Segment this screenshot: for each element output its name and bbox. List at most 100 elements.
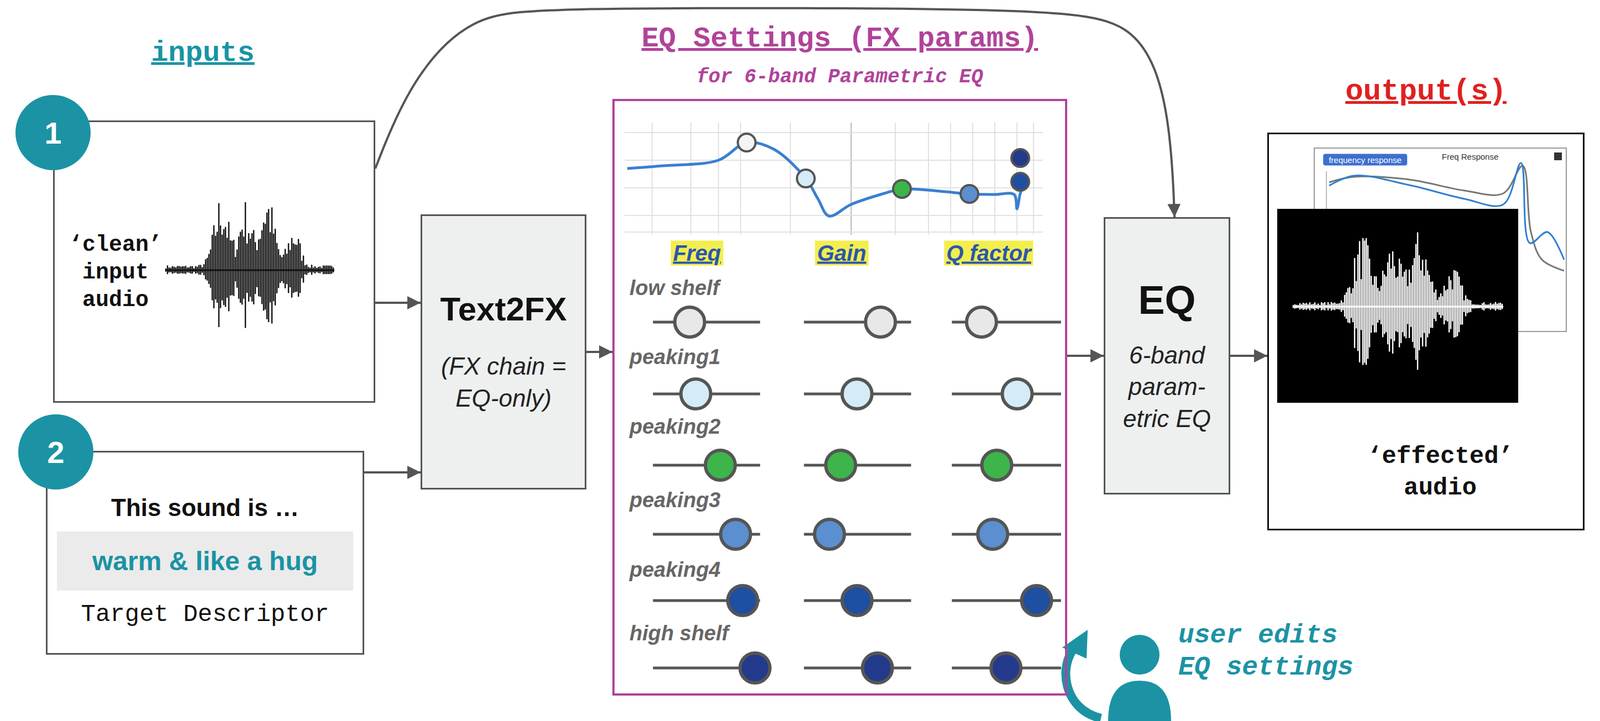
waveform-stroke	[1460, 285, 1462, 325]
waveform-stroke	[229, 240, 232, 296]
waveform-stroke	[273, 233, 275, 302]
waveform-stroke	[256, 250, 258, 288]
waveform-stroke	[1407, 286, 1409, 325]
waveform-baseline	[165, 269, 335, 272]
waveform-stroke	[1378, 291, 1381, 320]
band-name: high shelf	[629, 621, 729, 646]
waveform-stroke	[282, 254, 285, 284]
waveform-stroke	[234, 256, 236, 282]
waveform-stroke	[286, 253, 288, 285]
flow-arrow	[1067, 354, 1104, 358]
waveform-stroke	[1461, 285, 1463, 325]
node-text: (FX chain = EQ-only)	[427, 350, 580, 414]
model-box: Text2FX(FX chain = EQ-only)	[420, 214, 587, 490]
eq-curve	[627, 142, 1023, 217]
node-text: ‘effected’ audio	[1357, 441, 1524, 505]
waveform-stroke	[279, 255, 281, 284]
waveform-stroke	[251, 233, 253, 302]
waveform-stroke	[261, 230, 263, 305]
waveform-stroke	[1385, 276, 1387, 333]
waveform-stroke	[263, 222, 265, 312]
waveform-stroke	[1453, 270, 1455, 338]
waveform-stroke	[1458, 276, 1460, 333]
waveform-stroke	[302, 255, 304, 283]
eq-settings-panel: EQ Settings (FX params)for 6-band Parame…	[612, 98, 1068, 696]
flow-arrow	[586, 350, 613, 354]
waveform-stroke	[1427, 270, 1429, 338]
waveform-stroke	[236, 249, 238, 288]
waveform-stroke	[1417, 232, 1419, 371]
waveform-stroke	[1352, 288, 1354, 323]
waveform-stroke	[1450, 280, 1452, 329]
slider-knob	[680, 379, 711, 409]
waveform-stroke	[214, 235, 217, 300]
waveform-stroke	[291, 238, 293, 298]
band-handle	[960, 185, 979, 203]
waveform-stroke	[1354, 258, 1356, 349]
slider-knob	[966, 307, 997, 338]
waveform-stroke	[238, 236, 240, 299]
waveform-stroke	[210, 249, 212, 288]
output-box: output(s)‘effected’ audio	[1267, 132, 1585, 531]
node-text: warm & like a hug	[56, 531, 354, 591]
waveform-stroke	[1390, 268, 1392, 339]
waveform-stroke	[1387, 262, 1389, 345]
slider-knob	[982, 450, 1012, 481]
waveform-stroke	[268, 208, 270, 323]
waveform-stroke	[253, 229, 255, 304]
waveform-stroke	[1373, 276, 1376, 333]
column-header: Freq	[670, 240, 724, 266]
waveform-stroke	[1446, 289, 1449, 322]
waveform-stroke	[284, 248, 286, 288]
waveform-stroke	[1423, 275, 1425, 334]
grid-line	[950, 122, 952, 235]
grid-line	[690, 122, 692, 235]
grid-line	[850, 122, 852, 235]
band-handle	[1011, 172, 1030, 191]
waveform-stroke	[1345, 292, 1347, 319]
grid-line	[624, 159, 1043, 161]
slider-knob	[977, 519, 1008, 550]
waveform-stroke	[1435, 289, 1437, 322]
slider-knob	[862, 653, 893, 684]
waveform-stroke	[274, 228, 276, 306]
waveform-stroke	[1448, 276, 1450, 333]
waveform-stroke	[233, 239, 235, 297]
waveform-stroke	[297, 239, 299, 297]
waveform-stroke	[1422, 259, 1424, 347]
slider-track	[652, 321, 760, 324]
waveform-stroke	[1355, 281, 1357, 329]
slider-knob	[842, 379, 873, 409]
band-handle	[893, 180, 911, 198]
waveform-stroke	[269, 232, 271, 303]
column-header: Gain	[815, 240, 869, 266]
waveform-stroke	[1433, 292, 1435, 319]
waveform-stroke	[1372, 285, 1374, 326]
waveform-stroke	[213, 225, 215, 309]
waveform-stroke	[1425, 259, 1427, 348]
waveform-stroke	[244, 202, 246, 329]
waveform-stroke	[1377, 287, 1379, 323]
waveform-stroke	[1388, 253, 1390, 352]
waveform-stroke	[1428, 275, 1430, 334]
waveform-stroke	[264, 223, 266, 310]
slider-knob	[814, 519, 845, 550]
band-name: peaking4	[629, 558, 721, 582]
window-tab: frequency response	[1323, 154, 1408, 166]
node-title: This sound is …	[111, 494, 299, 522]
waveform-stroke	[1364, 240, 1366, 363]
waveform-stroke	[1375, 276, 1377, 333]
eq-box: EQ6-band param- etric EQ	[1103, 217, 1231, 495]
waveform-stroke	[277, 249, 280, 288]
grid-line	[894, 122, 896, 235]
waveform-stroke	[259, 238, 261, 297]
waveform-stroke	[1367, 245, 1369, 360]
waveform-stroke	[1431, 281, 1434, 329]
waveform-stroke	[1380, 285, 1382, 325]
grid-line	[651, 122, 653, 235]
waveform-stroke	[1392, 251, 1394, 354]
waveform-stroke	[1440, 293, 1442, 319]
window-title: Freq Response	[1441, 151, 1499, 162]
waveform-stroke	[1350, 293, 1352, 319]
flow-arrow	[1230, 354, 1268, 358]
